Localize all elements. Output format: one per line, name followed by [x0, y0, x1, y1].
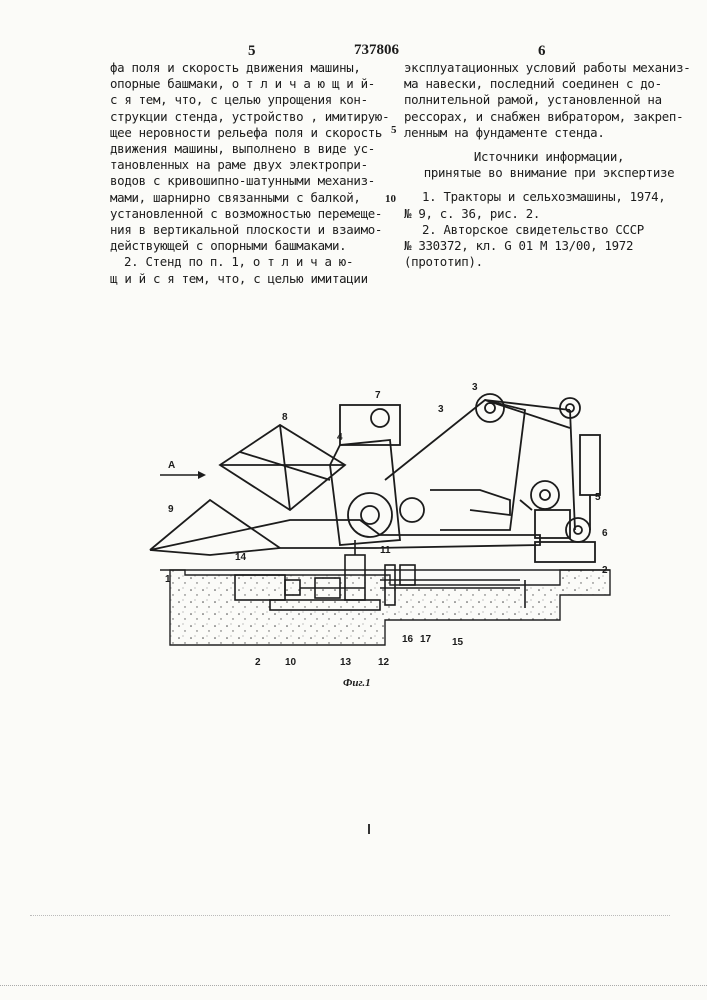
label-11: 11: [380, 545, 391, 556]
label-4: 4: [337, 432, 343, 443]
sources-title: Источники информации,: [404, 149, 694, 165]
right-line: эксплуатационных условий работы механиз-: [404, 60, 694, 76]
print-mark: [368, 824, 370, 834]
label-14: 14: [235, 552, 247, 563]
figure-caption: Фиг.1: [343, 677, 371, 689]
sources-subtitle: принятые во внимание при экспертизе: [404, 165, 694, 181]
technical-drawing-fig1: A 1 2 2 3 3 4 5 6 7 8 9 10 11 12 13 14 1…: [140, 370, 620, 690]
left-line: движения машины, выполнено в виде ус-: [110, 141, 372, 157]
label-17: 17: [420, 634, 432, 645]
label-10: 10: [285, 657, 297, 668]
left-line: фа поля и скорость движения машины,: [110, 60, 372, 76]
scan-artifact-line: [30, 915, 670, 917]
left-line: ния в вертикальной плоскости и взаимо-: [110, 222, 372, 238]
left-text-column: фа поля и скорость движения машины, опор…: [110, 60, 372, 287]
reference-2-cont: (прототип).: [404, 254, 694, 270]
left-line: действующей с опорными башмаками.: [110, 238, 372, 254]
label-16: 16: [402, 634, 414, 645]
label-7: 7: [375, 390, 381, 401]
left-line: водов с кривошипно-шатунными механиз-: [110, 173, 372, 189]
left-line: тановленных на раме двух электропри-: [110, 157, 372, 173]
right-line: ленным на фундаменте стенда.: [404, 125, 694, 141]
label-2a: 2: [255, 657, 261, 668]
reference-2-cont: № 330372, кл. G 01 M 13/00, 1972: [404, 238, 694, 254]
label-12: 12: [378, 657, 390, 668]
arrow-a: A: [160, 460, 206, 479]
label-1: 1: [165, 574, 171, 585]
right-line: рессорах, и снабжен вибратором, закреп-: [404, 109, 694, 125]
left-line: с я тем, что, с целью упрощения кон-: [110, 92, 372, 108]
reference-1-cont: № 9, с. 36, рис. 2.: [404, 206, 694, 222]
reference-2: 2. Авторское свидетельство СССР: [404, 222, 694, 238]
left-line: щее неровности рельефа поля и скорость: [110, 125, 372, 141]
label-15: 15: [452, 637, 464, 648]
left-line: мами, шарнирно связанными с балкой,: [110, 190, 372, 206]
left-line: опорные башмаки, о т л и ч а ю щ и й-: [110, 76, 372, 92]
label-5: 5: [595, 492, 601, 503]
label-13: 13: [340, 657, 352, 668]
arrow-label-a: A: [168, 460, 175, 471]
page-number-left: 5: [248, 43, 256, 60]
page-number-right: 6: [538, 43, 546, 60]
line-number-5: 5: [391, 124, 397, 136]
line-number-10: 10: [385, 193, 396, 205]
right-text-column: эксплуатационных условий работы механиз-…: [404, 60, 694, 270]
label-3a: 3: [472, 382, 478, 393]
label-9: 9: [168, 504, 174, 515]
left-line: струкции стенда, устройство , имитирую-: [110, 109, 372, 125]
scan-artifact-line: [0, 985, 707, 987]
machine-outline: [150, 394, 600, 562]
label-8: 8: [282, 412, 288, 423]
right-line: полнительной рамой, установленной на: [404, 92, 694, 108]
label-6: 6: [602, 528, 608, 539]
left-line: установленной с возможностью перемеще-: [110, 206, 372, 222]
label-2b: 2: [602, 565, 608, 576]
right-line: ма навески, последний соединен с до-: [404, 76, 694, 92]
patent-number: 737806: [354, 42, 399, 59]
label-3b: 3: [438, 404, 444, 415]
reference-1: 1. Тракторы и сельхозмашины, 1974,: [404, 189, 694, 205]
left-line: 2. Стенд по п. 1, о т л и ч а ю-: [110, 254, 372, 270]
left-line: щ и й с я тем, что, с целью имитации: [110, 271, 372, 287]
